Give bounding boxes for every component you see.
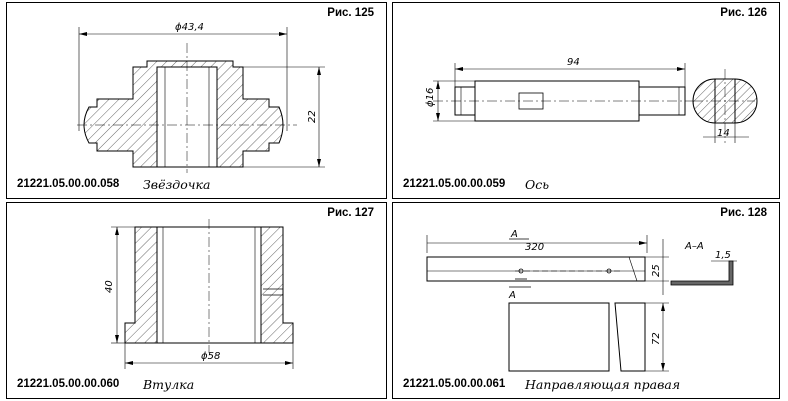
bushing-drawing: 40 ϕ58 [104,219,294,369]
section-mark-top: A [510,229,518,240]
star-wheel-drawing: ϕ43,4 22 [77,22,325,173]
dimension-length: 320 [525,242,544,253]
section-mark-bottom: A [508,290,516,301]
drawing-panel-128: Рис. 128 320 A A 25 A–A 1,5 [392,202,780,399]
dimension-length: 94 [567,57,580,68]
part-code: 21221.05.00.00.058 [17,178,120,190]
figure-number: Рис. 126 [720,7,767,19]
part-name: Звёздочка [143,177,211,192]
dimension-diameter: ϕ58 [201,351,220,362]
part-code: 21221.05.00.00.061 [403,378,506,390]
dimension-diameter: ϕ43,4 [175,22,204,33]
dimension-height: 22 [307,110,318,123]
part-name: Направляющая правая [525,377,681,392]
dimension-width: 25 [651,264,662,277]
dimension-diameter: ϕ16 [425,88,436,107]
part-code: 21221.05.00.00.059 [403,178,506,190]
dimension-thickness: 1,5 [715,250,731,261]
dimension-height: 72 [651,332,662,345]
drawing-panel-126: Рис. 126 94 ϕ16 [392,2,780,199]
part-code: 21221.05.00.00.060 [17,378,120,390]
dimension-width: 14 [717,128,730,139]
drawing-panel-127: Рис. 127 40 ϕ58 21221.05.00.00.060 Втулк… [6,202,387,399]
figure-number: Рис. 127 [327,207,374,219]
figure-number: Рис. 128 [720,207,767,219]
part-name: Ось [525,177,550,192]
figure-number: Рис. 125 [327,7,374,19]
axle-drawing: 94 ϕ16 14 [425,57,758,143]
drawing-panel-125: Рис. 125 ϕ43,4 22 21221.05.00.00.058 Звё… [6,2,387,199]
guide-rail-drawing: 320 A A 25 A–A 1,5 72 [426,229,737,372]
dimension-height: 40 [104,280,115,293]
section-label: A–A [684,241,704,252]
part-name: Втулка [143,377,195,392]
